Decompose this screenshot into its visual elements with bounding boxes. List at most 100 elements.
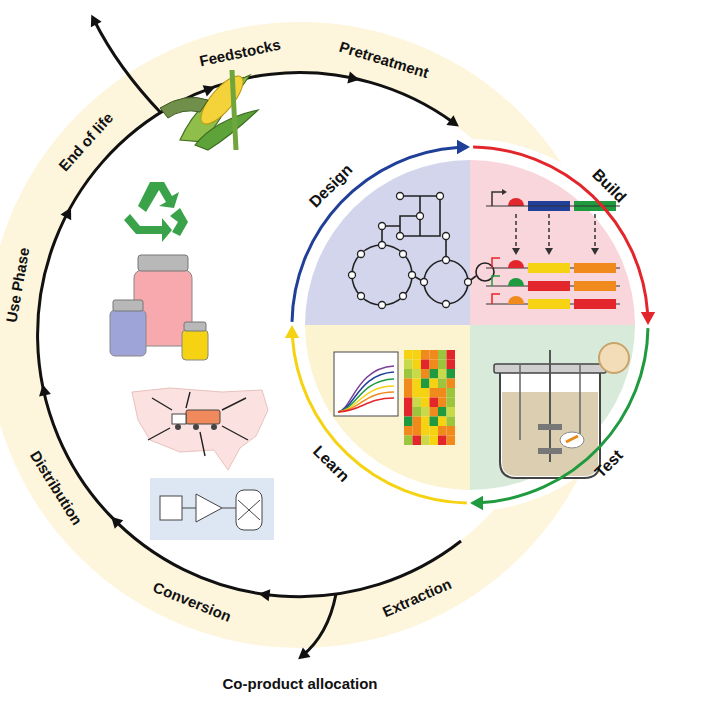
heatmap-cell [438, 388, 447, 398]
heatmap-cell [447, 417, 456, 427]
heatmap-cell [421, 350, 430, 360]
phase-label: Build [589, 165, 630, 206]
arrowhead [457, 140, 470, 154]
heatmap-cell [430, 426, 439, 436]
heatmap-cell [447, 379, 456, 389]
heatmap-cell [421, 407, 430, 417]
heatmap-cell [430, 360, 439, 370]
heatmap-cell [438, 398, 447, 408]
stage-label: Conversion [150, 578, 233, 626]
arrowhead [347, 72, 359, 84]
stage-label: Pretreatment [337, 37, 431, 81]
co-product-branch [302, 594, 336, 656]
quadrant-shape [305, 325, 470, 490]
arrowhead [446, 115, 458, 126]
heatmap-cell [421, 436, 430, 446]
heatmap-cell [404, 379, 413, 389]
heatmap-cell [413, 350, 422, 360]
arrowhead [470, 496, 483, 510]
stage-label: Use Phase [3, 246, 34, 324]
heatmap-cell [421, 360, 430, 370]
heatmap-cell [404, 360, 413, 370]
heatmap-cell [404, 388, 413, 398]
heatmap-cell [430, 369, 439, 379]
dbtl-ground [284, 139, 656, 511]
dbtl-quadrant: Design [305, 160, 470, 325]
process-flowsheet [150, 478, 274, 540]
arrowhead [641, 312, 655, 325]
heatmap-cell [430, 388, 439, 398]
heatmap-cell [413, 436, 422, 446]
heatmap-cell [430, 350, 439, 360]
stage-label: Distribution [26, 447, 86, 528]
heatmap-cell [447, 388, 456, 398]
heatmap-cell [413, 360, 422, 370]
stage-label: End of life [55, 109, 117, 175]
heatmap-cell [404, 436, 413, 446]
heatmap-cell [404, 417, 413, 427]
phase-label: Learn [309, 443, 353, 487]
arrowhead [259, 589, 271, 601]
quadrant-shape [470, 160, 635, 325]
heatmap-cell [413, 426, 422, 436]
heatmap [404, 350, 455, 445]
heatmap-cell [438, 417, 447, 427]
stage-label: Feedstocks [198, 36, 282, 71]
heatmap-cell [413, 417, 422, 427]
heatmap-cell [447, 436, 456, 446]
phase-label: Test [592, 447, 627, 482]
heatmap-cell [430, 379, 439, 389]
heatmap-cell [404, 426, 413, 436]
arrowhead [111, 517, 123, 529]
jars [110, 255, 208, 360]
heatmap-cell [447, 360, 456, 370]
heatmap-cell [404, 398, 413, 408]
phase-label: Design [305, 160, 355, 210]
recycle-symbol [124, 182, 188, 242]
heatmap-cell [438, 369, 447, 379]
arrowhead [298, 648, 310, 660]
heatmap-cell [413, 369, 422, 379]
heatmap-cell [430, 407, 439, 417]
corn [160, 70, 258, 150]
heatmap-cell [438, 407, 447, 417]
arrowhead [61, 208, 72, 221]
heatmap-cell [413, 379, 422, 389]
dbtl-quadrant: Build [470, 160, 635, 325]
petri-dish [599, 343, 629, 373]
arrowhead [285, 325, 299, 338]
heatmap-cell [438, 350, 447, 360]
heatmap-cell [438, 436, 447, 446]
heatmap-cell [421, 417, 430, 427]
heatmap-cell [421, 369, 430, 379]
heatmap-cell [404, 407, 413, 417]
heatmap-cell [438, 379, 447, 389]
heatmap-cell [421, 388, 430, 398]
heatmap-cell [447, 407, 456, 417]
heatmap-cell [421, 426, 430, 436]
heatmap-cell [430, 436, 439, 446]
quadrant-shape [305, 160, 470, 325]
distribution-map [132, 388, 268, 470]
heatmap-cell [421, 379, 430, 389]
dbtl-quadrant: Test [470, 325, 635, 490]
heatmap-cell [447, 426, 456, 436]
arrowhead [39, 385, 51, 397]
growth-curves [334, 352, 398, 416]
heatmap-cell [438, 426, 447, 436]
heatmap-cell [447, 350, 456, 360]
end-of-life-branch [94, 20, 161, 113]
dbtl-quadrant: Learn [305, 325, 470, 490]
heatmap-cell [413, 388, 422, 398]
heatmap-cell [430, 417, 439, 427]
heatmap-cell [447, 369, 456, 379]
heatmap-cell [447, 398, 456, 408]
stage-label: Extraction [380, 575, 454, 621]
heatmap-cell [413, 407, 422, 417]
heatmap-cell [404, 369, 413, 379]
heatmap-cell [430, 398, 439, 408]
